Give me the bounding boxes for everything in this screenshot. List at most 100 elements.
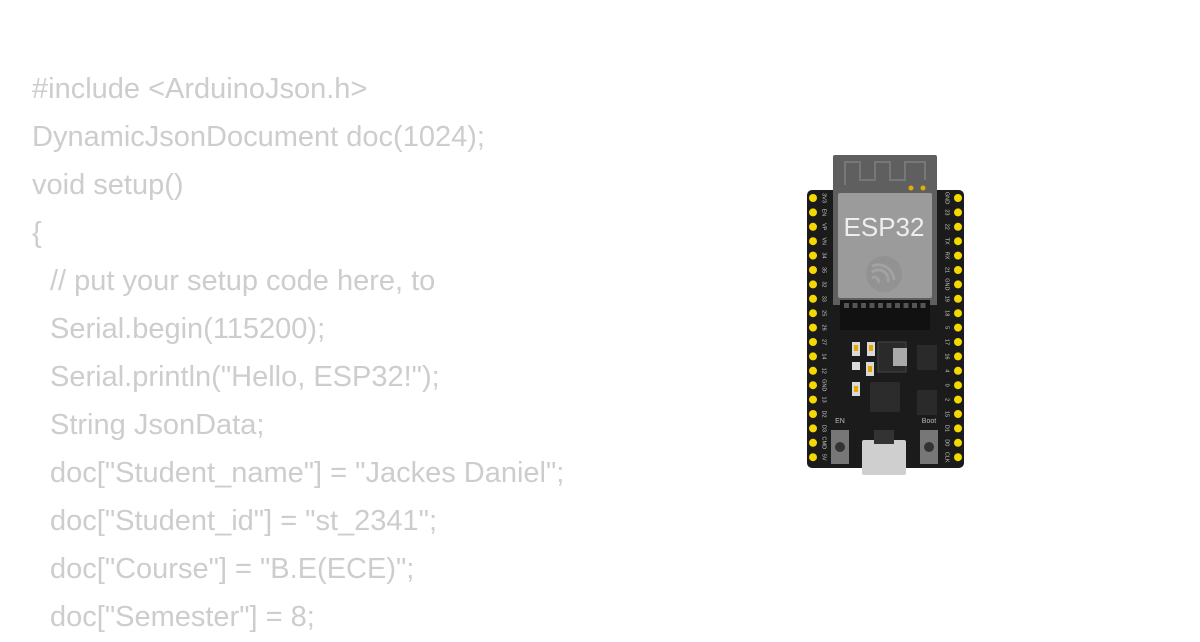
pin-header[interactable] bbox=[809, 410, 817, 418]
module-pad bbox=[852, 303, 858, 308]
pin-header[interactable] bbox=[809, 424, 817, 433]
pin-header[interactable] bbox=[954, 410, 962, 418]
pin-label: 35 bbox=[821, 267, 827, 273]
pin-label: TX bbox=[944, 238, 950, 245]
pin-label: VN bbox=[821, 237, 827, 245]
pin-header[interactable] bbox=[809, 381, 817, 390]
pin-header[interactable] bbox=[954, 266, 962, 274]
pin-label: 17 bbox=[944, 339, 950, 345]
module-pad bbox=[895, 303, 900, 308]
pin-label: GND bbox=[821, 379, 827, 391]
module-pad bbox=[869, 303, 875, 308]
pin-header[interactable] bbox=[954, 251, 962, 260]
pin-header[interactable] bbox=[954, 237, 962, 246]
pin-header[interactable] bbox=[954, 208, 962, 217]
pin-label: 22 bbox=[944, 224, 950, 230]
esp32-devkit-board[interactable]: ESP32 EN Boot 3V3ENVPVN34353233252627141… bbox=[800, 150, 970, 475]
module-pad bbox=[903, 303, 909, 308]
pin-header[interactable] bbox=[954, 424, 962, 433]
code-line: String JsonData; bbox=[50, 409, 265, 441]
pin-label: 13 bbox=[821, 397, 827, 403]
pin-label: 23 bbox=[944, 209, 950, 215]
code-line: { bbox=[32, 217, 42, 249]
pin-header[interactable] bbox=[954, 395, 962, 404]
pin-label: 27 bbox=[821, 339, 827, 345]
code-line: doc["Student_name"] = "Jackes Daniel"; bbox=[50, 457, 565, 489]
pin-header[interactable] bbox=[809, 266, 817, 274]
module-pad bbox=[886, 303, 892, 308]
pin-header[interactable] bbox=[954, 381, 962, 390]
pin-label: EN bbox=[821, 209, 827, 217]
rf-shield bbox=[838, 193, 932, 298]
pin-label: GND bbox=[944, 192, 950, 204]
pin-label: 18 bbox=[944, 310, 950, 316]
regulator-tab bbox=[893, 348, 907, 366]
pin-header[interactable] bbox=[954, 338, 962, 346]
pin-header[interactable] bbox=[809, 280, 817, 289]
usb-connector-body bbox=[874, 430, 894, 444]
code-line: DynamicJsonDocument doc(1024); bbox=[32, 121, 485, 153]
pin-label: 4 bbox=[944, 369, 950, 372]
pin-header[interactable] bbox=[809, 395, 817, 404]
pin-header[interactable] bbox=[809, 194, 817, 202]
code-line: // put your setup code here, to bbox=[50, 265, 436, 297]
pin-header[interactable] bbox=[954, 222, 962, 231]
en-label: EN bbox=[835, 418, 845, 425]
pin-label: GND bbox=[944, 278, 950, 290]
antenna-trace bbox=[844, 161, 926, 185]
pin-header[interactable] bbox=[809, 352, 817, 361]
pin-header[interactable] bbox=[809, 309, 817, 318]
module-pad bbox=[844, 303, 849, 308]
pin-label: 5V bbox=[821, 454, 827, 461]
pin-label: 34 bbox=[821, 253, 827, 259]
pin-label: 0 bbox=[944, 384, 950, 387]
espressif-logo bbox=[866, 256, 902, 292]
pin-header[interactable] bbox=[954, 294, 962, 303]
pin-header[interactable] bbox=[954, 323, 962, 332]
en-button[interactable] bbox=[831, 430, 849, 464]
module-pad bbox=[912, 303, 917, 308]
pin-header[interactable] bbox=[809, 222, 817, 231]
pin-header[interactable] bbox=[954, 309, 962, 318]
pin-header[interactable] bbox=[954, 280, 962, 289]
pin-label: VP bbox=[821, 223, 827, 231]
pin-label: D1 bbox=[944, 425, 950, 432]
pin-label: 33 bbox=[821, 296, 827, 302]
pin-header[interactable] bbox=[954, 453, 962, 462]
code-line: Serial.println("Hello, ESP32!"); bbox=[50, 361, 440, 393]
code-line: Serial.begin(115200); bbox=[50, 313, 326, 345]
pin-label: D0 bbox=[944, 439, 950, 446]
pin-header[interactable] bbox=[809, 438, 817, 447]
pin-label: 15 bbox=[944, 411, 950, 417]
pin-label: 12 bbox=[821, 368, 827, 374]
code-line: #include <ArduinoJson.h> bbox=[32, 73, 368, 105]
pin-header[interactable] bbox=[809, 366, 817, 375]
smd-leds bbox=[854, 345, 873, 392]
module-pad bbox=[878, 303, 883, 308]
pin-label: 14 bbox=[821, 353, 827, 359]
pin-header[interactable] bbox=[809, 208, 817, 217]
pin-header[interactable] bbox=[954, 352, 962, 361]
pin-header[interactable] bbox=[954, 438, 962, 447]
pin-header[interactable] bbox=[809, 338, 817, 346]
pin-label: 26 bbox=[821, 325, 827, 331]
boot-button[interactable] bbox=[920, 430, 938, 464]
pin-header[interactable] bbox=[809, 453, 817, 462]
module-pad bbox=[920, 303, 926, 308]
pin-header[interactable] bbox=[954, 366, 962, 375]
pin-label: 25 bbox=[821, 310, 827, 316]
pin-header[interactable] bbox=[809, 323, 817, 332]
antenna-contact bbox=[908, 185, 914, 191]
pin-header[interactable] bbox=[809, 237, 817, 246]
pin-header[interactable] bbox=[809, 251, 817, 260]
antenna-contact bbox=[920, 185, 926, 191]
pin-header[interactable] bbox=[809, 294, 817, 303]
code-line: void setup() bbox=[32, 169, 184, 201]
pin-label: 21 bbox=[944, 267, 950, 273]
pin-header[interactable] bbox=[954, 194, 962, 202]
code-line: doc["Semester"] = 8; bbox=[50, 601, 315, 633]
usb-uart-chip bbox=[870, 382, 900, 412]
micro-usb-port[interactable] bbox=[862, 440, 906, 475]
code-line: doc["Student_id"] = "st_2341"; bbox=[50, 505, 438, 537]
pin-label: D2 bbox=[821, 410, 827, 417]
